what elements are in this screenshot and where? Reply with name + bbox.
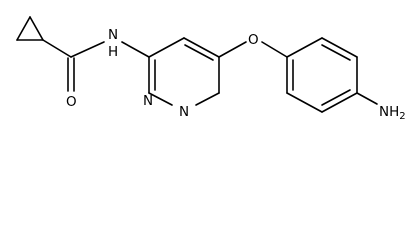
carbonyl-amide-bond <box>70 41 105 58</box>
pyrimidine-ring <box>148 37 220 106</box>
amide-h-label: H <box>108 44 118 60</box>
pyrimidine-ether-bond <box>218 41 247 58</box>
carbonyl-o-label: O <box>66 94 77 110</box>
aminophenyl-ring <box>286 37 358 113</box>
chemical-structure-diagram: N H O O N N NH2 <box>16 16 406 122</box>
phenyl-amine-bond <box>356 92 378 105</box>
svg-text:NH2: NH2 <box>379 104 406 122</box>
pyrimidine-n-left-label: N <box>143 93 153 109</box>
cyclopropyl-carbonyl-bond <box>42 39 72 58</box>
pyrimidine-n-right-label: N <box>179 104 189 120</box>
amino-subscript-2: 2 <box>399 111 405 122</box>
amino-group-label: NH2 <box>379 104 406 122</box>
amide-n-label: N <box>108 27 118 43</box>
amino-nh-text: NH <box>379 104 399 120</box>
amide-pyrimidine-bond <box>121 41 150 58</box>
ether-o-label: O <box>248 32 259 48</box>
carbonyl-double-bond <box>67 57 75 92</box>
cyclopropyl-ring <box>16 16 44 41</box>
ether-phenyl-bond <box>261 41 288 58</box>
